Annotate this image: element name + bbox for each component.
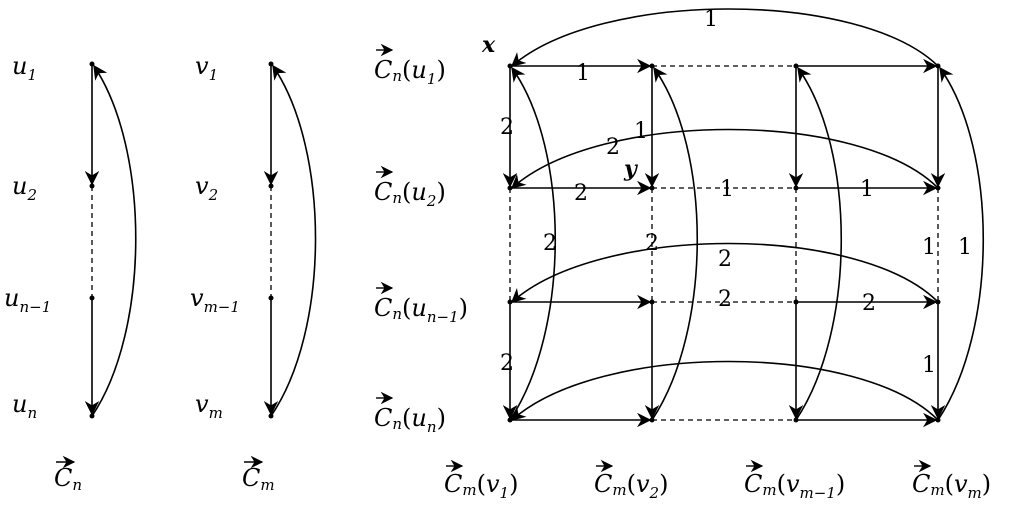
label-v2: v2 <box>195 172 218 204</box>
svg-text:Cn: Cn <box>54 464 82 494</box>
point-x-label: x <box>481 32 496 58</box>
label-vm1: vm−1 <box>190 284 240 316</box>
weight-c4-dash: 1 <box>922 235 936 260</box>
weight-c1-v1: 2 <box>500 115 514 140</box>
cycle-cn <box>84 61 137 419</box>
weight-top-arc: 1 <box>704 7 718 32</box>
cn-vertex-labels: u1 u2 un−1 un <box>4 52 51 422</box>
caption-cn: Cn <box>54 455 82 494</box>
weight-c1-arc: 2 <box>543 231 557 256</box>
weight-c2-v1: 1 <box>634 119 648 144</box>
svg-text:Cn(u2): Cn(u2) <box>374 178 446 210</box>
weight-r2-h2: 1 <box>720 177 734 202</box>
vertex-vm <box>268 413 274 419</box>
vertex-u2 <box>89 183 95 189</box>
label-vm: vm <box>195 390 223 422</box>
col-label-1: Cm(v1) <box>444 459 518 502</box>
svg-text:Cm(v2): Cm(v2) <box>594 470 668 502</box>
row-label-3: Cn(un−1) <box>374 281 468 326</box>
label-u1: u1 <box>12 52 37 84</box>
label-u2: u2 <box>12 172 37 204</box>
weight-c1-v3: 2 <box>500 351 514 376</box>
label-un1: un−1 <box>4 284 51 316</box>
weight-r1-h1: 1 <box>576 61 590 86</box>
weight-c4-arc: 1 <box>958 235 972 260</box>
weight-r2-h3: 1 <box>860 177 874 202</box>
weight-c2-arc: 2 <box>645 231 659 256</box>
edge-vm-v1 <box>270 64 317 417</box>
caption-cm: Cm <box>242 455 275 494</box>
label-un: un <box>12 390 37 422</box>
grid-column-labels: Cm(v1) Cm(v2) Cm(vm−1) Cm(vm) <box>444 459 991 502</box>
edge-un-u1 <box>91 64 137 417</box>
weight-c4-v3: 1 <box>922 353 936 378</box>
cm-vertex-labels: v1 v2 vm−1 vm <box>190 52 240 422</box>
row-label-2: Cn(u2) <box>374 165 446 210</box>
grid-horizontal-edges <box>510 58 938 428</box>
grid-vertices <box>507 63 941 423</box>
svg-text:Cn(un−1): Cn(un−1) <box>374 294 468 326</box>
vertex-u1 <box>89 61 95 67</box>
svg-text:Cm(v1): Cm(v1) <box>444 470 518 502</box>
weight-r2-arc: 2 <box>606 135 620 160</box>
svg-text:Cm(vm−1): Cm(vm−1) <box>744 470 845 502</box>
grid-dashed-lines <box>509 65 939 421</box>
cycle-cm <box>263 61 317 419</box>
grid-vertical-edges <box>502 66 946 420</box>
weight-r3-arc: 2 <box>718 247 732 272</box>
grid-row-arcs <box>510 8 939 421</box>
col-label-3: Cm(vm−1) <box>744 459 845 502</box>
vertex-un <box>89 413 95 419</box>
label-v1: v1 <box>195 52 218 84</box>
row-label-4: Cn(un) <box>374 391 446 436</box>
vertex-v1 <box>268 61 274 67</box>
svg-text:Cn(un): Cn(un) <box>374 404 446 436</box>
col-label-2: Cm(v2) <box>594 459 668 502</box>
weight-r2-h1: 2 <box>574 181 588 206</box>
vertex-vm1 <box>268 295 274 301</box>
vertex-v2 <box>268 183 274 189</box>
row-label-1: Cn(u1) <box>374 43 446 88</box>
grid-column-arcs <box>509 66 985 421</box>
weight-r3-h3: 2 <box>862 291 876 316</box>
weight-r3-h2: 2 <box>718 287 732 312</box>
vertex-un1 <box>89 295 95 301</box>
svg-text:Cm(vm): Cm(vm) <box>912 470 991 502</box>
point-y-label: y <box>623 156 639 182</box>
grid-row-labels: Cn(u1) Cn(u2) Cn(un−1) Cn(un) <box>374 43 468 436</box>
edge-weight-labels: 1 1 2 1 2 2 1 1 2 2 1 1 2 2 2 2 1 <box>500 7 972 378</box>
svg-text:Cn(u1): Cn(u1) <box>374 56 446 88</box>
svg-text:Cm: Cm <box>242 464 275 494</box>
col-label-4: Cm(vm) <box>912 459 991 502</box>
